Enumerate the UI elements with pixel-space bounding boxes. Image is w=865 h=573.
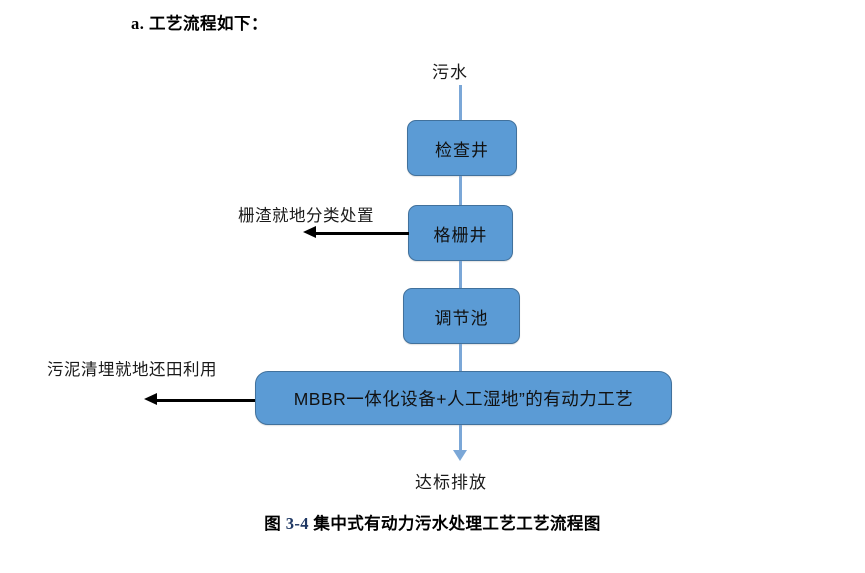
connector-grille-well-to-regulating-tank bbox=[459, 261, 462, 288]
branch-line-sludge bbox=[156, 399, 255, 402]
node-inspection-well[interactable]: 检查井 bbox=[407, 120, 517, 176]
node-grille-well[interactable]: 格栅井 bbox=[408, 205, 513, 261]
connector-inlet-to-inspection-well bbox=[459, 85, 462, 121]
branch-arrowhead-screenings bbox=[303, 226, 316, 238]
node-regulating-tank[interactable]: 调节池 bbox=[403, 288, 520, 344]
caption-prefix: 图 bbox=[264, 514, 282, 533]
node-mbbr-process[interactable]: MBBR一体化设备+人工湿地”的有动力工艺 bbox=[255, 371, 672, 425]
branch-line-screenings bbox=[315, 232, 409, 235]
branch-arrowhead-sludge bbox=[144, 393, 157, 405]
branch-label-sludge: 污泥清埋就地还田利用 bbox=[47, 361, 217, 379]
branch-label-screenings: 栅渣就地分类处置 bbox=[238, 207, 374, 225]
outlet-label: 达标排放 bbox=[415, 473, 487, 492]
figure-caption: 图 3-4 集中式有动力污水处理工艺工艺流程图 bbox=[0, 510, 865, 534]
section-heading: a. 工艺流程如下： bbox=[131, 14, 268, 33]
connector-mbbr-to-outlet bbox=[459, 425, 462, 452]
outlet-arrowhead bbox=[453, 450, 467, 461]
connector-inspection-well-to-grille-well bbox=[459, 176, 462, 205]
connector-regulating-tank-to-mbbr bbox=[459, 344, 462, 372]
caption-number: 3-4 bbox=[285, 514, 309, 533]
caption-text: 集中式有动力污水处理工艺工艺流程图 bbox=[313, 514, 601, 533]
inlet-label: 污水 bbox=[432, 63, 468, 82]
